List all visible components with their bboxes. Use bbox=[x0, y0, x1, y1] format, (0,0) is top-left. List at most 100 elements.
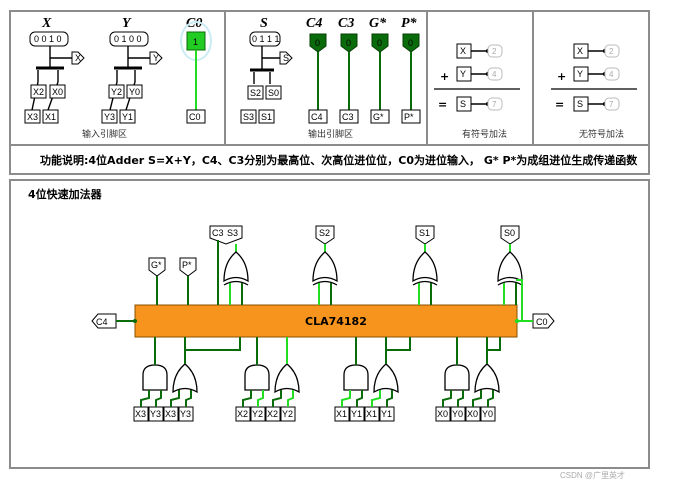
x-input-pin[interactable] bbox=[29, 31, 69, 47]
signed-x-value-box bbox=[487, 44, 503, 58]
signed-s-value-box bbox=[487, 97, 503, 111]
unsigned-s-value-box bbox=[604, 97, 620, 111]
c3-output-led bbox=[340, 33, 358, 53]
s0-tunnel: S0 bbox=[268, 88, 279, 98]
input-wire bbox=[457, 390, 464, 407]
top-tunnel-G* bbox=[148, 257, 166, 277]
c4-output-value: 0 bbox=[315, 38, 320, 48]
or-gate bbox=[172, 363, 198, 394]
s-output-pin bbox=[249, 31, 281, 47]
input-wire bbox=[242, 390, 252, 407]
xor-gate-arc bbox=[412, 280, 438, 286]
c4-output-led bbox=[309, 33, 327, 53]
input-wire bbox=[272, 390, 282, 407]
and-gate bbox=[142, 364, 168, 391]
unsigned-s-value: 7 bbox=[609, 100, 614, 109]
bottom-tunnel-label-2-1: Y1 bbox=[351, 409, 362, 419]
c0-right-tunnel bbox=[532, 313, 555, 329]
y3-tunnel: Y3 bbox=[104, 112, 115, 122]
x-bits: 0 0 1 0 bbox=[34, 34, 62, 44]
p-output-value: 0 bbox=[408, 38, 413, 48]
input-wire bbox=[155, 390, 162, 407]
y0-tunnel: Y0 bbox=[129, 87, 140, 97]
input-wire bbox=[140, 390, 150, 407]
or-gate bbox=[373, 363, 399, 394]
c0-title: C0 bbox=[186, 16, 202, 31]
c3-tunnel-label: C3 bbox=[342, 112, 354, 122]
input-wire bbox=[386, 390, 393, 407]
c3-tunnel bbox=[339, 109, 359, 124]
signed-s-value: 7 bbox=[492, 100, 497, 109]
top-panel-frame bbox=[9, 10, 650, 146]
c3-title: C3 bbox=[338, 16, 354, 31]
top-tunnel-label-0: G* bbox=[151, 260, 162, 270]
bridge-wire bbox=[386, 337, 411, 351]
xor-gate-arc bbox=[312, 280, 338, 286]
outputs-caption: 输出引脚区 bbox=[308, 128, 353, 140]
s-tunnel bbox=[279, 51, 293, 65]
s3-tunnel: S3 bbox=[243, 112, 254, 122]
bottom-tunnel-label-2-2: X1 bbox=[366, 409, 377, 419]
y-input-pin[interactable] bbox=[109, 31, 149, 47]
bottom-tunnel-label-2-3: Y1 bbox=[381, 409, 392, 419]
xor-gate bbox=[497, 251, 523, 283]
s-bits: 0 1 1 1 bbox=[252, 34, 280, 44]
cla74182-chip bbox=[134, 304, 518, 338]
g-tunnel bbox=[370, 109, 390, 124]
top-tunnel-P* bbox=[179, 257, 197, 277]
unsigned-x-label: X bbox=[577, 46, 583, 56]
g-output-led bbox=[371, 33, 389, 53]
circuit-title: 4位快速加法器 bbox=[28, 187, 103, 201]
c0-dot bbox=[514, 318, 520, 324]
top-tunnel-S0 bbox=[500, 225, 520, 245]
input-wire bbox=[341, 390, 351, 407]
and-gate bbox=[244, 364, 270, 391]
signed-x-label: X bbox=[460, 46, 466, 56]
xor-gate bbox=[312, 251, 338, 283]
input-wire bbox=[170, 390, 180, 407]
xor-gate bbox=[412, 251, 438, 283]
input-wire bbox=[442, 390, 452, 407]
xor-gate-arc bbox=[223, 280, 249, 286]
input-wire bbox=[257, 390, 264, 407]
bottom-tunnel-label-1-1: Y2 bbox=[252, 409, 263, 419]
description-text: 功能说明:4位Adder S=X+Y，C4、C3分别为最高位、次高位进位位，C0… bbox=[40, 153, 638, 167]
c4-dot bbox=[133, 319, 137, 323]
bottom-tunnel-label-0-0: X3 bbox=[135, 409, 146, 419]
c4-left-label: C4 bbox=[96, 317, 108, 327]
input-wire bbox=[287, 390, 294, 407]
top-tunnel-S2 bbox=[315, 225, 335, 245]
s3-top-label: S3 bbox=[227, 228, 238, 238]
x-tunnel bbox=[71, 51, 85, 65]
unsigned-equals-sign: = bbox=[555, 98, 564, 111]
or-gate bbox=[274, 363, 300, 394]
bottom-tunnel-label-1-0: X2 bbox=[237, 409, 248, 419]
y2-tunnel: Y2 bbox=[111, 87, 122, 97]
bottom-tunnel-label-1-3: Y2 bbox=[282, 409, 293, 419]
x3-tunnel: X3 bbox=[27, 112, 38, 122]
chip-label: CLA74182 bbox=[305, 315, 367, 328]
unsigned-y-value: 4 bbox=[609, 70, 614, 79]
top-tunnel-S1 bbox=[415, 225, 435, 245]
input-wire bbox=[487, 390, 494, 407]
and-gate bbox=[444, 364, 470, 391]
xor-gate-arc bbox=[497, 280, 523, 286]
c4-tunnel bbox=[308, 109, 328, 124]
carry-wire bbox=[516, 279, 523, 321]
input-wire bbox=[185, 390, 192, 407]
input-wire bbox=[371, 390, 381, 407]
g-output-value: 0 bbox=[377, 38, 382, 48]
signed-equals-sign: = bbox=[438, 98, 447, 111]
y-tunnel-label: Y bbox=[153, 53, 159, 63]
bottom-tunnel-label-3-0: X0 bbox=[437, 409, 448, 419]
unsigned-x-value: 2 bbox=[609, 47, 614, 56]
x-tunnel-label: X bbox=[75, 53, 81, 63]
x0-tunnel: X0 bbox=[52, 87, 63, 97]
x2-tunnel: X2 bbox=[33, 87, 44, 97]
bridge-wire bbox=[487, 337, 501, 351]
bottom-tunnel-label-0-2: X3 bbox=[165, 409, 176, 419]
bottom-tunnel-label-3-3: Y0 bbox=[482, 409, 493, 419]
s1-tunnel: S1 bbox=[261, 112, 272, 122]
